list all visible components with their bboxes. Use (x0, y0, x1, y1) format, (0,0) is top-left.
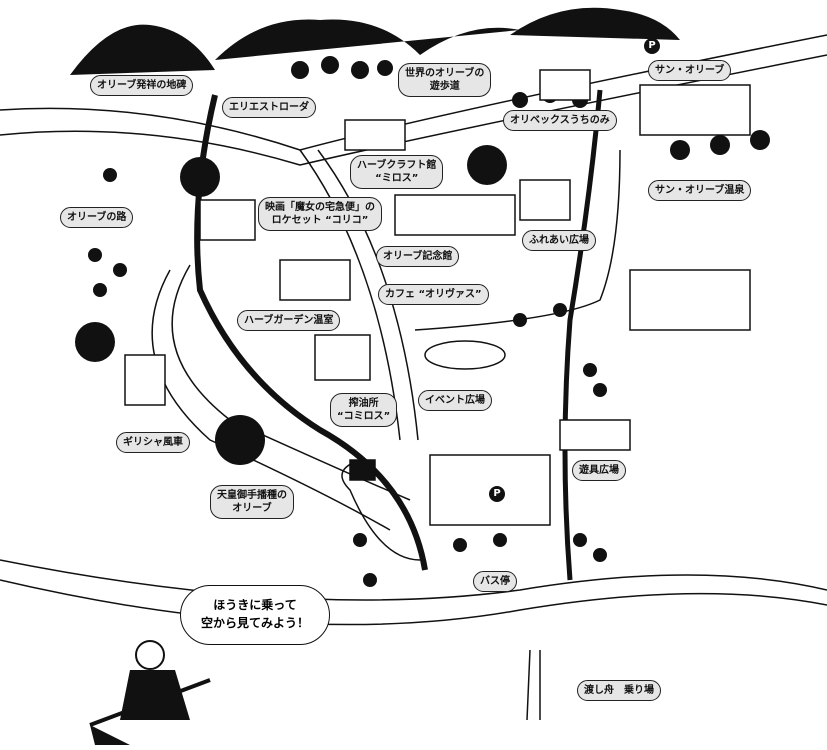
label-line: 映画「魔女の宅急便」の (265, 202, 375, 213)
label-line: 天皇御手播種の (217, 490, 287, 501)
parking-icon[interactable]: P (644, 38, 660, 54)
witch-on-broom-illustration (89, 640, 211, 745)
label-olivex[interactable]: オリベックスうちのみ (503, 110, 617, 131)
label-sun-olive[interactable]: サン・オリーブ (648, 60, 732, 81)
label-line: ロケセット “コリコ” (271, 215, 369, 226)
river-right (562, 89, 603, 581)
label-bus-stop[interactable]: バス停 (473, 571, 517, 592)
callout-line: 空から見てみよう！ (200, 616, 309, 630)
label-line: “コミロス” (337, 411, 391, 422)
label-emperor-olive[interactable]: 天皇御手播種のオリーブ (210, 485, 294, 519)
label-line: 世界のオリーブの (405, 68, 485, 79)
label-memorial-hall[interactable]: オリーブ記念館 (376, 246, 460, 267)
label-line: オリーブ (232, 503, 272, 514)
witch-marker-icon[interactable] (75, 322, 115, 362)
mountain-right (510, 7, 680, 40)
label-oil-mill[interactable]: 搾油所 “コミロス” (330, 393, 398, 427)
label-line: “ミロス” (375, 173, 419, 184)
mountain-left (70, 24, 215, 75)
label-sun-olive-onsen[interactable]: サン・オリーブ温泉 (648, 180, 752, 201)
label-ferry[interactable]: 渡し舟 乗り場 (577, 680, 661, 701)
label-eliestroda[interactable]: エリエストローダ (222, 97, 316, 118)
label-herb-craft[interactable]: ハーブクラフト館 “ミロス” (350, 155, 444, 189)
label-cafe[interactable]: カフェ “オリヴァス” (378, 284, 489, 305)
label-olive-road[interactable]: オリーブの路 (60, 207, 134, 228)
label-world-olive-walk[interactable]: 世界のオリーブの遊歩道 (398, 63, 492, 97)
label-event-plaza[interactable]: イベント広場 (418, 390, 492, 411)
label-greek-windmill[interactable]: ギリシャ風車 (116, 432, 190, 453)
label-playground[interactable]: 遊具広場 (572, 460, 626, 481)
label-fureai-plaza[interactable]: ふれあい広場 (522, 230, 596, 251)
witch-marker-icon[interactable] (180, 157, 220, 197)
callout-line: ほうきに乗って (213, 598, 297, 612)
label-kiki-set[interactable]: 映画「魔女の宅急便」のロケセット “コリコ” (258, 197, 382, 231)
label-line: ハーブクラフト館 (357, 160, 437, 171)
label-line: 遊歩道 (429, 81, 460, 92)
label-line: 搾油所 (348, 398, 379, 409)
parking-icon[interactable]: P (489, 486, 505, 502)
label-origin-monument[interactable]: オリーブ発祥の地碑 (90, 75, 194, 96)
witch-marker-icon[interactable] (467, 145, 507, 185)
callout-bubble: ほうきに乗って空から見てみよう！ (180, 585, 330, 645)
mountain-center (215, 19, 520, 61)
label-herb-greenhouse[interactable]: ハーブガーデン温室 (237, 310, 341, 331)
